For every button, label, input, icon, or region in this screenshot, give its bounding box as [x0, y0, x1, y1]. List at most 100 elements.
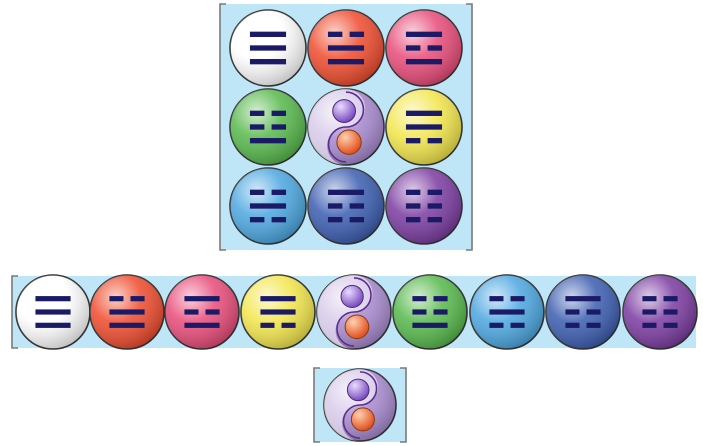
kun-gloss [623, 275, 697, 349]
trigram-line-solid [184, 296, 220, 302]
taiji-curve [327, 91, 365, 163]
trigram-line-broken [412, 296, 427, 302]
dui-trigram-icon [307, 9, 385, 87]
trigram-line-solid [489, 309, 525, 315]
taiji-ball-purple [346, 378, 370, 402]
trigram-line-broken [271, 217, 287, 223]
row-left-bracket [11, 275, 18, 349]
trigram-line-broken [327, 217, 343, 223]
trigram-line-solid [327, 189, 365, 195]
trigram-line-broken [405, 189, 421, 195]
trigram-line-broken [510, 322, 525, 328]
li-trigram-icon [385, 9, 463, 87]
qian-trigram-icon [229, 9, 307, 87]
trigram-line-solid [109, 309, 145, 315]
trigram-line-broken [427, 138, 443, 144]
kan-trigram-icon [469, 274, 545, 350]
dui-trigram-icon [89, 274, 165, 350]
trigram-line-solid [249, 45, 287, 51]
trigram-line-broken [586, 322, 601, 328]
trigram-line-broken [412, 309, 427, 315]
trigram-line-broken [405, 138, 421, 144]
trigram-line-broken [489, 296, 504, 302]
kun-trigram-icon [622, 274, 698, 350]
trigram-line-solid [35, 296, 71, 302]
gen-gloss [308, 168, 384, 244]
zhen-trigram-icon [392, 274, 468, 350]
taiji-ball-purple [332, 99, 357, 123]
trigram-line-solid [249, 203, 287, 209]
trigram-line-solid [35, 309, 71, 315]
trigram-line-broken [427, 203, 443, 209]
xun-trigram-icon [240, 274, 316, 350]
trigram-line-broken [433, 296, 448, 302]
trigram-line-broken [271, 189, 287, 195]
trigram-line-broken [489, 322, 504, 328]
trigram-line-broken [349, 217, 365, 223]
grid-right-bracket [466, 3, 473, 251]
trigram-line-broken [663, 322, 678, 328]
trigram-line-broken [271, 124, 287, 130]
trigram-line-broken [642, 309, 657, 315]
zhen-trigram-icon [229, 88, 307, 166]
taiji-ball-purple [340, 284, 364, 309]
trigram-line-solid [405, 59, 443, 65]
trigram-line-broken [109, 296, 124, 302]
gen-gloss [546, 275, 620, 349]
taiji-icon [323, 368, 397, 442]
trigram-line-solid [184, 322, 220, 328]
grid-left-bracket [219, 3, 226, 251]
trigram-line-broken [586, 309, 601, 315]
trigram-line-solid [405, 124, 443, 130]
trigram-line-broken [349, 31, 365, 37]
trigram-line-broken [184, 309, 199, 315]
taiji-curve [342, 371, 378, 439]
qian-trigram-icon [15, 274, 91, 350]
trigram-line-solid [249, 31, 287, 37]
trigram-line-broken [663, 309, 678, 315]
xun-trigram-icon [385, 88, 463, 166]
kan-trigram-icon [229, 167, 307, 245]
trigram-line-broken [405, 203, 421, 209]
gen-trigram-icon [545, 274, 621, 350]
trigram-line-broken [565, 309, 580, 315]
zhen-gloss [230, 89, 306, 165]
trigram-line-broken [249, 124, 265, 130]
trigram-line-broken [249, 110, 265, 116]
single-right-bracket [400, 367, 407, 443]
li-gloss [386, 10, 462, 86]
trigram-line-solid [260, 296, 296, 302]
trigram-line-solid [109, 322, 145, 328]
trigram-line-broken [405, 45, 421, 51]
trigram-line-solid [327, 45, 365, 51]
taiji-icon [307, 88, 385, 166]
trigram-line-solid [249, 138, 287, 144]
trigram-line-solid [35, 322, 71, 328]
trigram-line-broken [271, 110, 287, 116]
taiji-curve [336, 277, 372, 347]
trigram-line-broken [663, 296, 678, 302]
trigram-line-solid [565, 296, 601, 302]
trigram-line-broken [433, 309, 448, 315]
trigram-line-broken [327, 31, 343, 37]
zhen-gloss [393, 275, 467, 349]
trigram-line-broken [249, 189, 265, 195]
li-trigram-icon [164, 274, 240, 350]
trigram-line-broken [427, 45, 443, 51]
trigram-line-broken [427, 217, 443, 223]
trigram-line-solid [260, 309, 296, 315]
trigram-line-solid [412, 322, 448, 328]
trigram-line-broken [281, 322, 296, 328]
trigram-line-solid [249, 59, 287, 65]
kun-gloss [386, 168, 462, 244]
taiji-ball-orange [344, 314, 370, 340]
trigram-line-broken [405, 217, 421, 223]
trigram-line-solid [327, 59, 365, 65]
trigram-line-solid [405, 110, 443, 116]
trigram-line-broken [205, 309, 220, 315]
trigram-line-broken [130, 296, 145, 302]
single-left-bracket [313, 367, 320, 443]
trigram-line-broken [327, 203, 343, 209]
trigram-line-broken [260, 322, 275, 328]
trigram-line-broken [642, 322, 657, 328]
